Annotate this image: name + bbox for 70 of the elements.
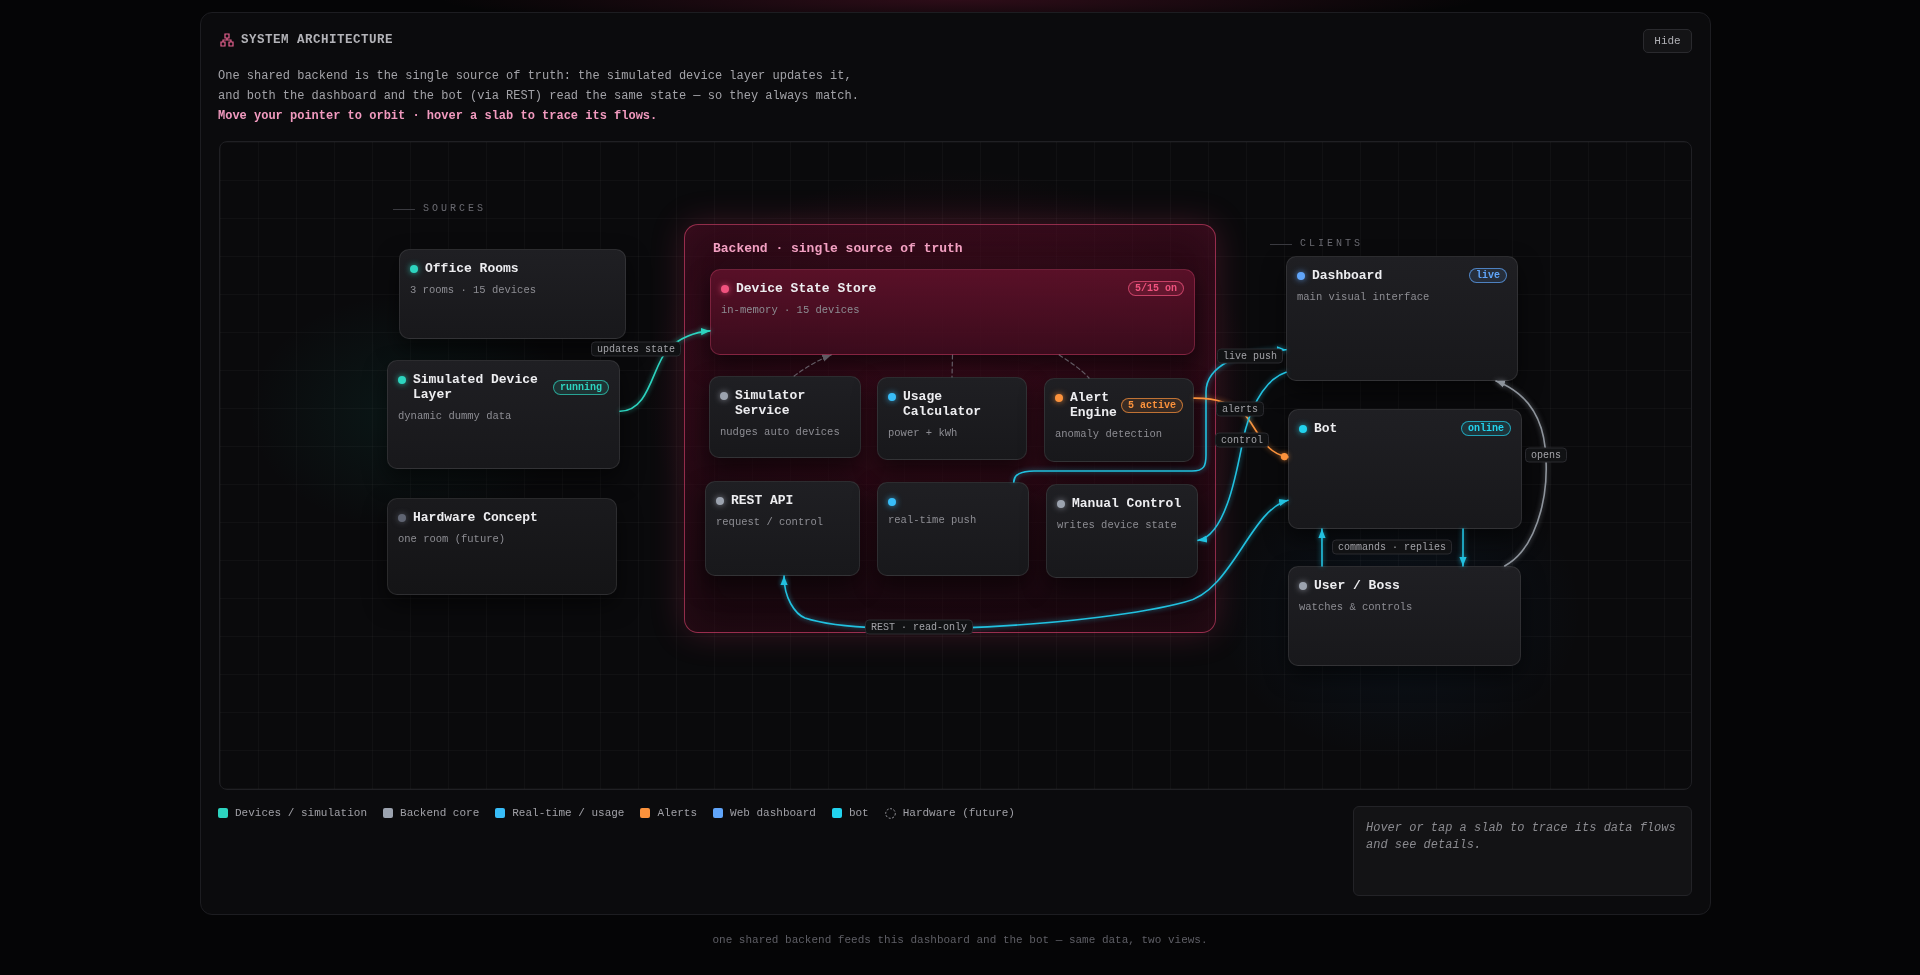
group-title: Backend · single source of truth [713, 241, 963, 257]
card-title: Hardware Concept [413, 510, 538, 525]
component-card [1046, 484, 1198, 578]
card-title: Dashboard [1312, 268, 1383, 283]
component-card [1044, 378, 1194, 462]
edge-label: updates state [591, 341, 681, 357]
edge-label: live push [1217, 348, 1283, 364]
card-subtitle: real-time push [888, 513, 977, 527]
status-badge: 5/15 on [1128, 281, 1184, 296]
legend-label: bot [848, 806, 869, 820]
card-subtitle: writes device state [1057, 518, 1177, 532]
card-subtitle: in-memory · 15 devices [721, 303, 860, 317]
dashed-arrow [793, 354, 832, 377]
footer-text: one shared backend feeds this dashboard and the bot — same data, two views. [712, 933, 1208, 947]
legend-label: Web dashboard [730, 806, 816, 820]
card-title: Bot [1314, 421, 1338, 436]
card-title: User / Boss [1314, 578, 1400, 593]
status-badge: online [1461, 421, 1511, 436]
legend-label: Devices / simulation [235, 806, 368, 820]
legend-label: Alerts [657, 806, 698, 820]
card-subtitle: 3 rooms · 15 devices [410, 283, 537, 297]
edge-label: REST · read-only [865, 619, 973, 635]
edge-label: opens [1525, 447, 1567, 463]
dashed-line [1058, 354, 1090, 379]
card-title: REST API [731, 493, 794, 508]
component-card [387, 498, 617, 595]
card-subtitle: request / control [716, 515, 824, 529]
component-card [399, 249, 626, 339]
card-title: Simulator Service [735, 388, 807, 418]
hint-text: Hover or tap a slab to trace its data flows and see details. [1366, 820, 1677, 854]
status-badge: live [1469, 268, 1507, 283]
flow-arrow [1495, 380, 1547, 567]
edge-label: commands · replies [1332, 539, 1452, 555]
legend-label: Hardware (future) [902, 806, 1015, 820]
edge-label: control [1215, 432, 1269, 448]
info-panel [1353, 806, 1692, 896]
hide-button: Hide [1643, 29, 1692, 53]
component-card [710, 269, 1195, 355]
legend-label: Backend core [400, 806, 480, 820]
card-subtitle: dynamic dummy data [398, 409, 512, 423]
panel-title: SYSTEM ARCHITECTURE [241, 33, 394, 47]
dashed-line [951, 354, 954, 378]
card-subtitle: watches & controls [1299, 600, 1413, 614]
card-title: Usage Calculator [903, 389, 982, 419]
component-card [877, 377, 1027, 460]
card-title: Manual Control [1072, 496, 1182, 511]
card-title: Alert Engine [1070, 390, 1114, 420]
backend-group [684, 224, 1216, 633]
component-card [709, 376, 861, 458]
card-subtitle: power + kWh [888, 426, 958, 440]
component-card [1288, 409, 1522, 529]
legend-label: Real-time / usage [512, 806, 625, 820]
component-card [1286, 256, 1518, 381]
card-subtitle: nudges auto devices [720, 425, 840, 439]
card-subtitle: main visual interface [1297, 290, 1430, 304]
flow-arrow [1459, 528, 1467, 567]
card-title: Office Rooms [425, 261, 519, 276]
component-card [877, 482, 1029, 576]
status-badge: running [553, 379, 609, 395]
card-subtitle: one room (future) [398, 532, 506, 546]
card-title: Simulated Device Layer [413, 372, 539, 402]
description-text: One shared backend is the single source of truth: the simulated device layer updates it, and both the dashboard and the bot (via REST) read the same state — so they always match. Move your pointer to orbit · hover a slab to trace its flows. [218, 68, 860, 125]
flow-arrow [1318, 528, 1326, 567]
card-subtitle: anomaly detection [1055, 427, 1163, 441]
card-title: Device State Store [736, 281, 877, 296]
component-card [387, 360, 620, 469]
edge-label: alerts [1216, 401, 1264, 417]
component-card [705, 481, 860, 576]
component-card [1288, 566, 1521, 666]
status-badge: 5 active [1121, 397, 1183, 413]
